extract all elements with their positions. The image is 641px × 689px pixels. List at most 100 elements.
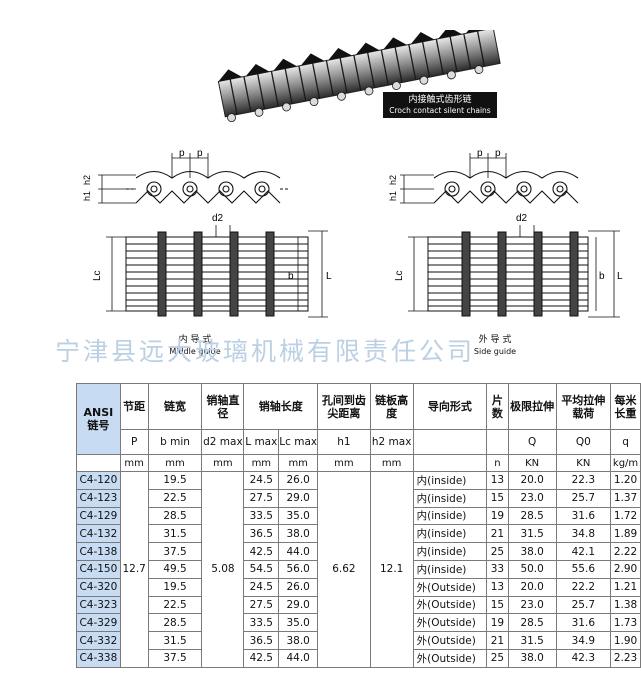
sym-h1: h1	[317, 429, 371, 455]
col-pin-len-header: 销轴长度	[243, 383, 319, 430]
cell-guide: 内(inside)	[412, 506, 488, 526]
cell-lc-max: 44.0	[278, 542, 319, 561]
unit-avg: KN	[555, 454, 612, 472]
cell-width: 31.5	[147, 631, 203, 650]
cell-pitch: 12.7	[119, 471, 149, 668]
col-guide-header: 导向形式	[412, 383, 488, 430]
cell-l-max: 24.5	[243, 577, 280, 597]
sym-plates-blank	[486, 429, 509, 455]
symbol-row: P b min d2 max L max Lc max h1 h2 max Q …	[77, 429, 641, 455]
cell-weight: 1.20	[610, 471, 641, 490]
cell-weight: 1.73	[610, 613, 641, 633]
cell-model: C4-332	[76, 631, 121, 650]
cell-plates: 21	[486, 631, 509, 650]
sym-limit: Q	[507, 429, 557, 455]
cell-weight: 2.90	[610, 559, 641, 579]
cell-plates: 15	[486, 595, 509, 615]
cell-width: 37.5	[147, 648, 203, 668]
unit-h1: mm	[317, 454, 371, 472]
cell-weight: 1.37	[610, 488, 641, 508]
header-row: ANSI 链号 节距 链宽 销轴直径 销轴长度 孔间到齿尖距离 链板高度 导向形…	[76, 383, 641, 455]
cell-lc-max: 44.0	[278, 648, 319, 668]
cell-avg: 42.3	[555, 648, 612, 668]
cell-weight: 1.38	[610, 595, 641, 615]
cell-lc-max: 38.0	[278, 524, 319, 544]
cell-pin-dia: 5.08	[201, 471, 245, 668]
cell-l-max: 54.5	[243, 559, 280, 579]
col-pin-dia-header: 销轴直径	[201, 383, 245, 430]
cell-lc-max: 56.0	[278, 559, 319, 579]
cell-l-max: 27.5	[243, 488, 280, 508]
cell-plates: 25	[486, 648, 509, 668]
cell-lc-max: 26.0	[278, 577, 319, 597]
col-avg-header: 平均拉伸载荷	[555, 383, 612, 430]
cell-guide: 内(inside)	[412, 559, 488, 579]
cell-guide: 内(inside)	[412, 542, 488, 561]
cell-limit: 31.5	[507, 524, 557, 544]
cell-avg: 22.3	[555, 471, 612, 490]
pitch-label-2: p	[197, 148, 203, 159]
cell-lc-max: 38.0	[278, 631, 319, 650]
cell-lc-max: 29.0	[278, 488, 319, 508]
cell-l-max: 33.5	[243, 613, 280, 633]
cell-plates: 13	[486, 471, 509, 490]
col-plates-header: 片数	[486, 383, 509, 430]
h1-label: h1	[82, 191, 92, 201]
cell-model: C4-132	[76, 524, 121, 544]
cell-model: C4-150	[76, 559, 121, 579]
cell-avg: 34.8	[555, 524, 612, 544]
cell-guide: 外(Outside)	[412, 613, 488, 633]
cell-width: 22.5	[147, 595, 203, 615]
cell-plates: 21	[486, 524, 509, 544]
lc-label: Lc	[92, 270, 103, 281]
l-label: L	[326, 271, 332, 282]
side-guide-caption: 外 导 式 Side guide	[460, 335, 530, 357]
cell-h2: 12.1	[369, 471, 414, 668]
cell-limit: 28.5	[507, 613, 557, 633]
cell-limit: 28.5	[507, 506, 557, 526]
unit-l-max: mm	[243, 454, 280, 472]
cell-limit: 20.0	[507, 471, 557, 490]
unit-weight: kg/m	[610, 454, 641, 472]
cell-guide: 内(inside)	[412, 524, 488, 544]
h2-label: h2	[82, 175, 92, 185]
cell-l-max: 36.5	[243, 524, 280, 544]
unit-h2: mm	[369, 454, 414, 472]
sym-weight: q	[610, 429, 641, 455]
cell-weight: 1.21	[610, 577, 641, 597]
cell-avg: 22.2	[555, 577, 612, 597]
unit-row: mm mm mm mm mm mm mm n KN KN kg/m	[76, 454, 641, 472]
sym-lc-max: Lc max	[278, 429, 319, 455]
cell-width: 19.5	[147, 471, 203, 490]
cell-width: 28.5	[147, 613, 203, 633]
side-guide-caption-zh: 外 导 式	[478, 335, 512, 345]
cell-l-max: 42.5	[243, 542, 280, 561]
cell-lc-max: 29.0	[278, 595, 319, 615]
cell-limit: 38.0	[507, 542, 557, 561]
cell-limit: 23.0	[507, 488, 557, 508]
cell-avg: 34.9	[555, 631, 612, 650]
cell-weight: 1.72	[610, 506, 641, 526]
cell-model: C4-120	[76, 471, 121, 490]
l-label: L	[617, 271, 623, 282]
sym-h2: h2 max	[369, 429, 414, 455]
h1-label: h1	[388, 191, 398, 201]
sym-width: b min	[147, 429, 203, 455]
unit-width: mm	[147, 454, 203, 472]
unit-ansi-blank	[76, 454, 121, 472]
col-h1-header: 孔间到齿尖距离	[317, 383, 371, 430]
unit-plates: n	[486, 454, 509, 472]
unit-lc-max: mm	[278, 454, 319, 472]
cell-avg: 25.7	[555, 595, 612, 615]
cell-lc-max: 26.0	[278, 471, 319, 490]
cell-guide: 外(Outside)	[412, 577, 488, 597]
cell-weight: 2.23	[610, 648, 641, 668]
unit-limit: KN	[507, 454, 557, 472]
